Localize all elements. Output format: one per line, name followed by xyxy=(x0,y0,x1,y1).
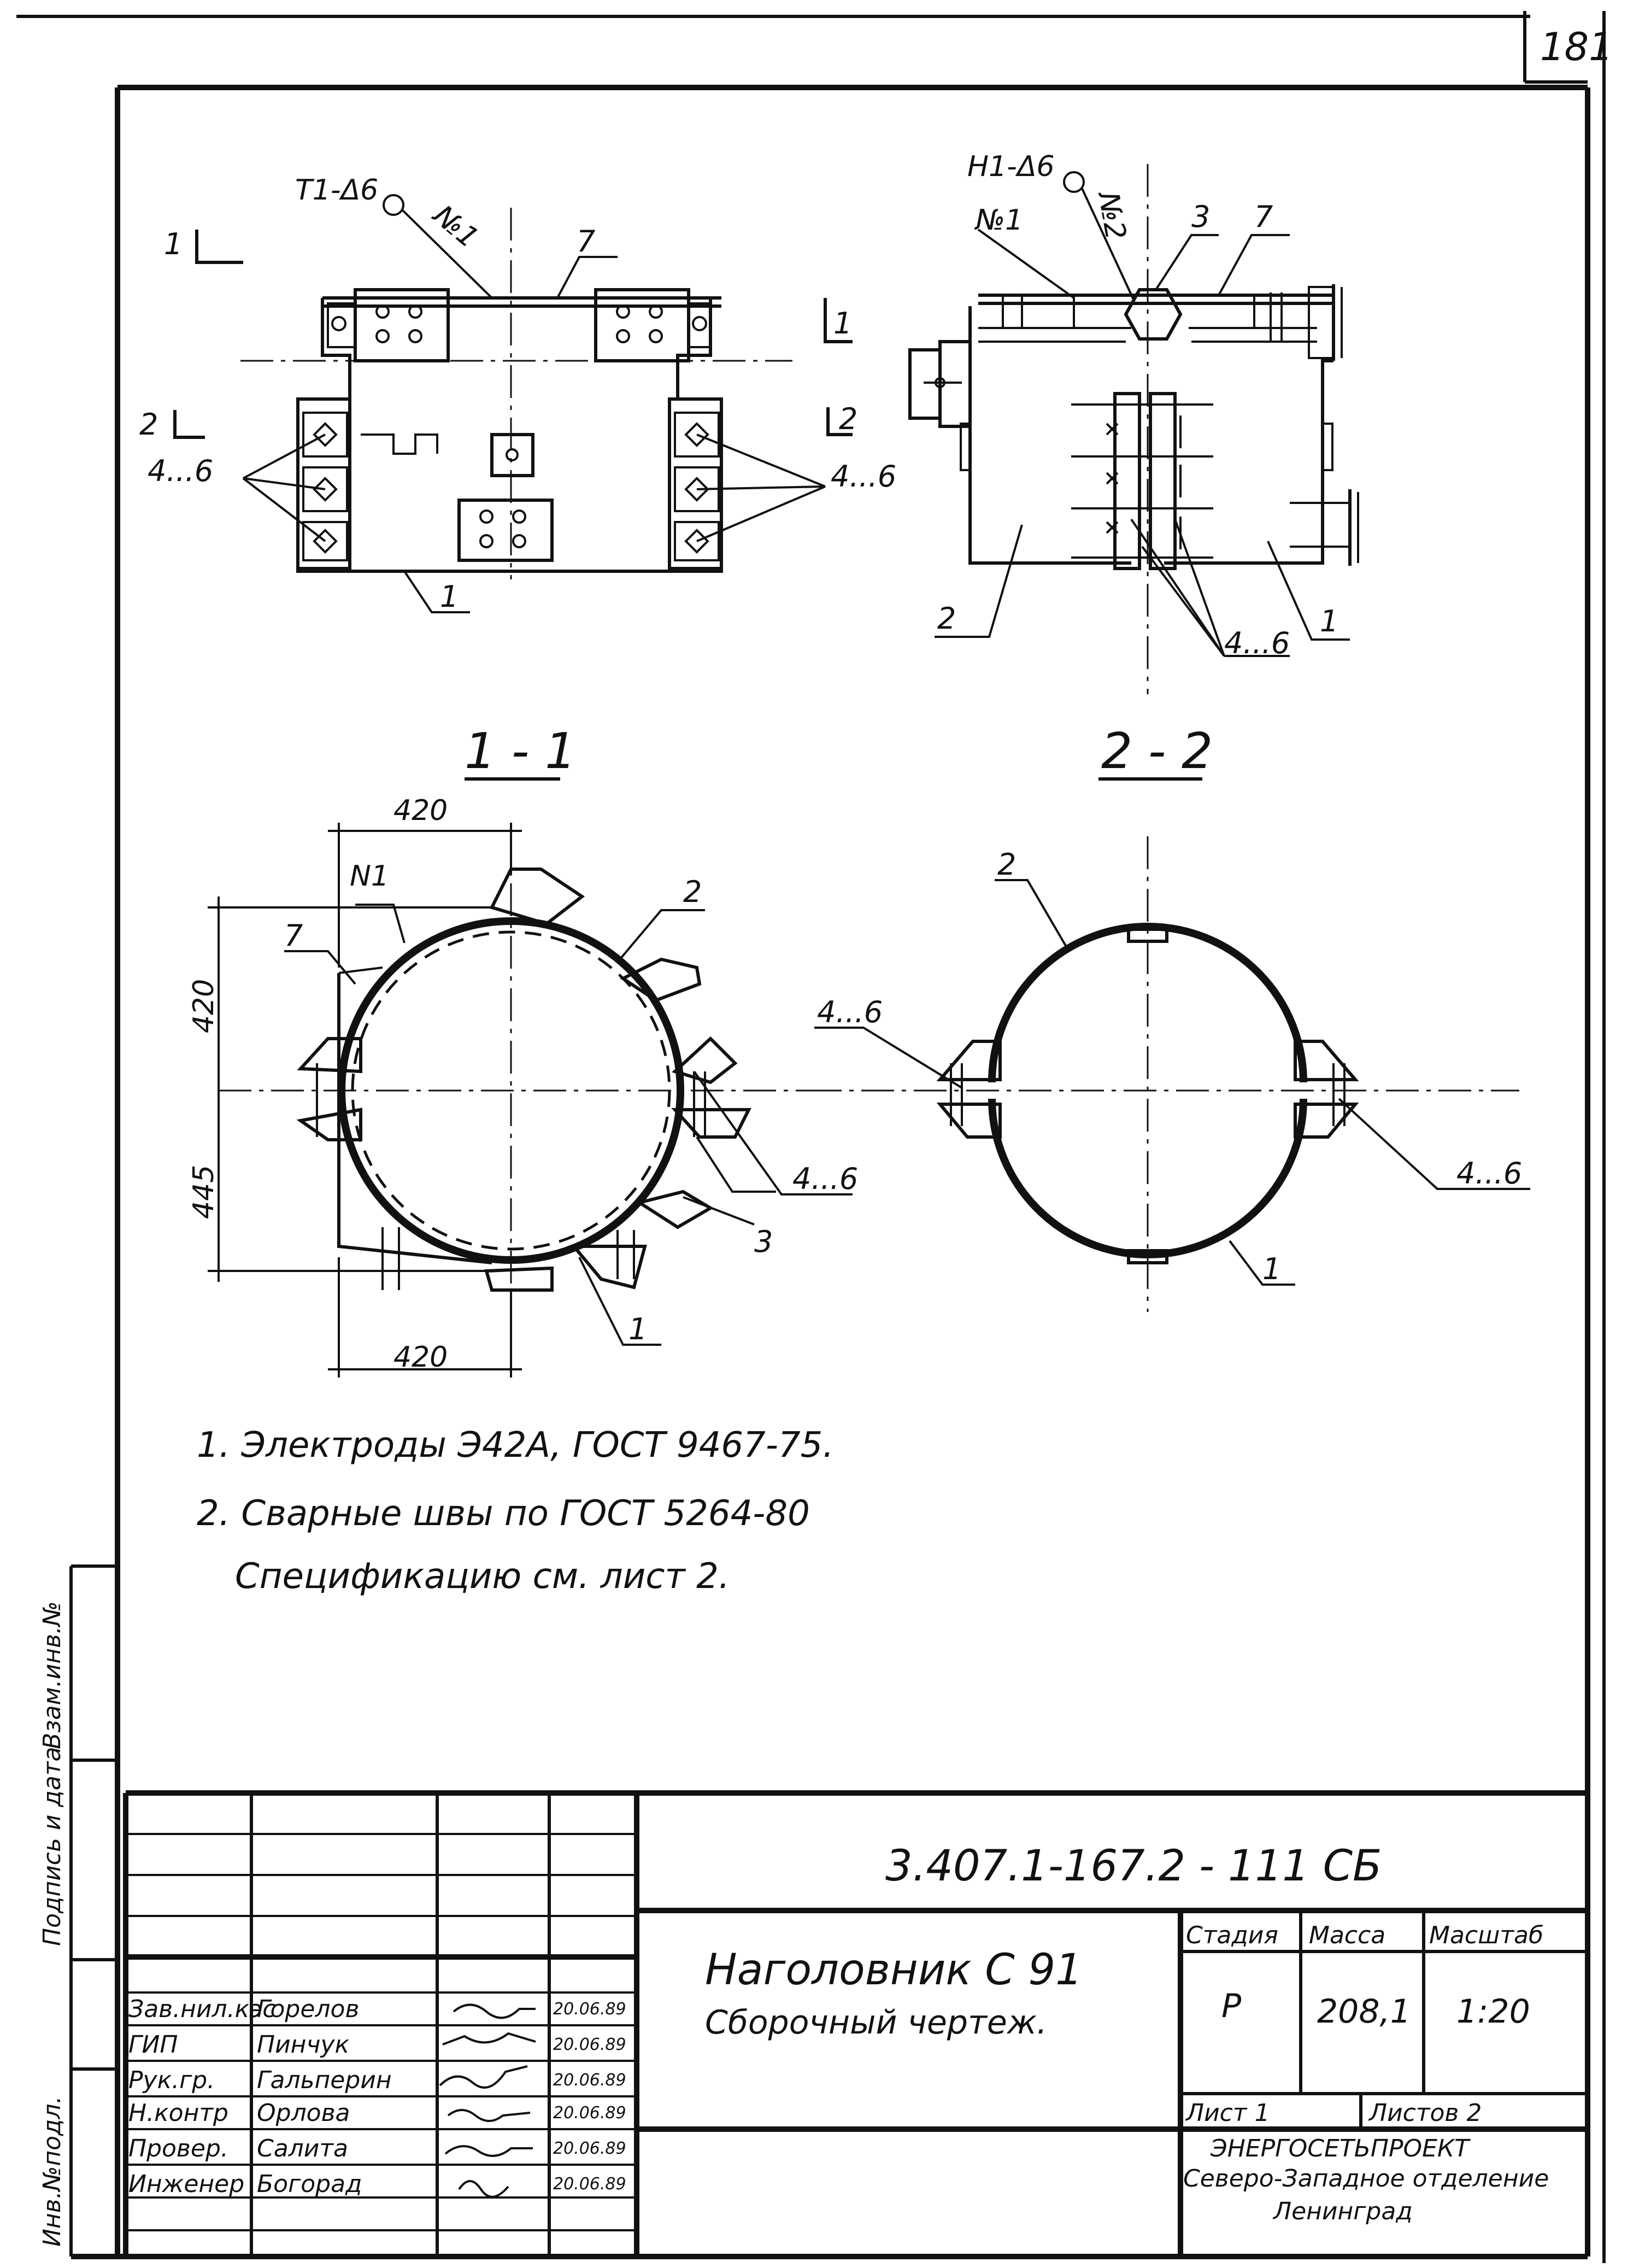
sig-date-6: 20.06.89 xyxy=(553,2175,626,2194)
signature-mark xyxy=(447,2109,531,2122)
section-1-1-weld-seam: N1 xyxy=(350,860,389,893)
signature-mark xyxy=(453,2003,536,2019)
sig-role-2: ГИП xyxy=(128,2031,178,2059)
signature-mark xyxy=(444,2145,533,2157)
plan-left-parts-4-6-right: 4...6 xyxy=(831,459,896,494)
sig-role-6: Инженер xyxy=(128,2170,244,2198)
sig-role-1: Зав.нил.кэс xyxy=(128,1995,275,2023)
section-1-1-part-2: 2 xyxy=(683,875,702,909)
section-1-1-part-1: 1 xyxy=(628,1312,647,1346)
side-stamp-vzam-inv: Взам.инв.№ xyxy=(38,1601,66,1749)
section-1-1-part-3: 3 xyxy=(754,1224,773,1259)
scale-value: 1:20 xyxy=(1456,1992,1530,2031)
scale-header: Масштаб xyxy=(1429,1921,1543,1949)
section-1-1-part-7: 7 xyxy=(284,918,303,953)
mass-value: 208,1 xyxy=(1317,1992,1411,2031)
sig-date-5: 20.06.89 xyxy=(553,2139,626,2158)
sig-date-1: 20.06.89 xyxy=(553,2000,626,2019)
plan-left-parts-4-6-left: 4...6 xyxy=(148,454,213,488)
org-line-1: ЭНЕРГОСЕТЬПРОЕКТ xyxy=(1210,2135,1471,2162)
section-1-1-dim-left-upper: 420 xyxy=(187,979,220,1033)
section-1-1-parts-4-6: 4...6 xyxy=(792,1162,858,1196)
plan-right-weld-seam-1: №1 xyxy=(974,204,1023,237)
plan-left-section-mark-2-left: 2 xyxy=(139,407,158,442)
sig-date-2: 20.06.89 xyxy=(553,2035,626,2054)
sig-date-3: 20.06.89 xyxy=(553,2071,626,2090)
section-2-2-part-2: 2 xyxy=(997,847,1016,882)
sig-date-4: 20.06.89 xyxy=(553,2103,626,2123)
note-3: Спецификацию см. лист 2. xyxy=(235,1556,730,1597)
sig-name-2: Пинчук xyxy=(257,2031,349,2059)
sig-name-1: Горелов xyxy=(257,1995,359,2023)
plan-view-left: 1 1 2 2 Т1-Δ6 №1 7 4...6 4...6 1 xyxy=(139,174,896,614)
plan-right-part-1: 1 xyxy=(1320,604,1338,638)
org-line-2: Северо-Западное отделение xyxy=(1183,2165,1549,2193)
section-1-1: 1 - 1 420 420 xyxy=(187,723,858,1378)
note-2: 2. Сварные швы по ГОСТ 5264-80 xyxy=(197,1493,810,1534)
plan-view-right: Н1-Δ6 №2 №1 3 7 2 1 4...6 xyxy=(908,150,1359,694)
section-2-2-part-1: 1 xyxy=(1262,1252,1281,1286)
section-1-1-dim-top: 420 xyxy=(393,794,448,827)
plan-left-section-mark-1-top: 1 xyxy=(164,227,183,261)
sig-role-3: Рук.гр. xyxy=(128,2066,215,2094)
plan-right-part-2: 2 xyxy=(937,601,956,636)
sig-name-4: Орлова xyxy=(257,2099,350,2127)
note-1: 1. Электроды Э42А, ГОСТ 9467-75. xyxy=(197,1425,834,1466)
drawing-name-line-1: Наголовник С 91 xyxy=(705,1945,1083,1995)
sig-name-3: Гальперин xyxy=(257,2066,392,2094)
signature-mark xyxy=(458,2180,509,2198)
plan-right-part-3: 3 xyxy=(1191,200,1210,234)
page-number: 181 xyxy=(1540,25,1613,69)
section-2-2-title: 2 - 2 xyxy=(1101,723,1213,780)
stage-header: Стадия xyxy=(1186,1921,1278,1949)
section-1-1-dim-left-lower: 445 xyxy=(187,1165,220,1219)
drawing-designation: 3.407.1-167.2 - 111 СБ xyxy=(885,1842,1382,1891)
plan-left-section-mark-2-right: 2 xyxy=(839,402,857,436)
section-2-2-parts-4-6-right: 4...6 xyxy=(1456,1156,1522,1191)
drawing-name-line-2: Сборочный чертеж. xyxy=(705,2003,1047,2042)
stage-value: Р xyxy=(1221,1987,1242,2025)
org-line-3: Ленинград xyxy=(1272,2197,1413,2225)
plan-right-parts-4-6: 4...6 xyxy=(1224,626,1290,660)
plan-left-section-mark-1-right: 1 xyxy=(833,306,852,341)
side-stamp: Взам.инв.№ Подпись и дата Инв.№подл. xyxy=(38,1564,118,2257)
section-1-1-dim-bottom: 420 xyxy=(393,1341,448,1374)
sheet-count: Листов 2 xyxy=(1368,2099,1482,2127)
plan-right-weld-seam-2: №2 xyxy=(1091,188,1132,242)
mass-header: Масса xyxy=(1309,1921,1385,1949)
signature-mark xyxy=(439,2065,528,2089)
plan-right-weld-callout: Н1-Δ6 xyxy=(967,150,1055,183)
sig-name-5: Салита xyxy=(257,2135,348,2162)
sig-name-6: Богорад xyxy=(257,2170,362,2198)
sheet-frame: 181 xyxy=(16,11,1613,2263)
general-notes: 1. Электроды Э42А, ГОСТ 9467-75. 2. Свар… xyxy=(197,1425,834,1597)
section-2-2-parts-4-6-left: 4...6 xyxy=(817,995,883,1029)
plan-left-weld-seam: №1 xyxy=(426,198,485,255)
plan-left-weld-callout: Т1-Δ6 xyxy=(295,174,378,207)
signature-mark xyxy=(442,2032,536,2046)
section-1-1-title: 1 - 1 xyxy=(465,723,576,780)
sheet-number: Лист 1 xyxy=(1185,2099,1270,2127)
side-stamp-podpis-data: Подпись и дата xyxy=(38,1747,66,1946)
plan-left-part-7: 7 xyxy=(577,224,595,259)
side-stamp-inv-podl: Инв.№подл. xyxy=(38,2096,66,2247)
plan-right-part-7: 7 xyxy=(1254,200,1273,234)
section-2-2: 2 - 2 2 4...6 4...6 1 xyxy=(809,723,1530,1312)
title-block: 3.407.1-167.2 - 111 СБ Наголовник С 91 С… xyxy=(123,1790,1588,2257)
plan-left-part-1: 1 xyxy=(440,579,459,614)
sig-role-5: Провер. xyxy=(128,2135,228,2162)
sig-role-4: Н.контр xyxy=(128,2099,228,2127)
